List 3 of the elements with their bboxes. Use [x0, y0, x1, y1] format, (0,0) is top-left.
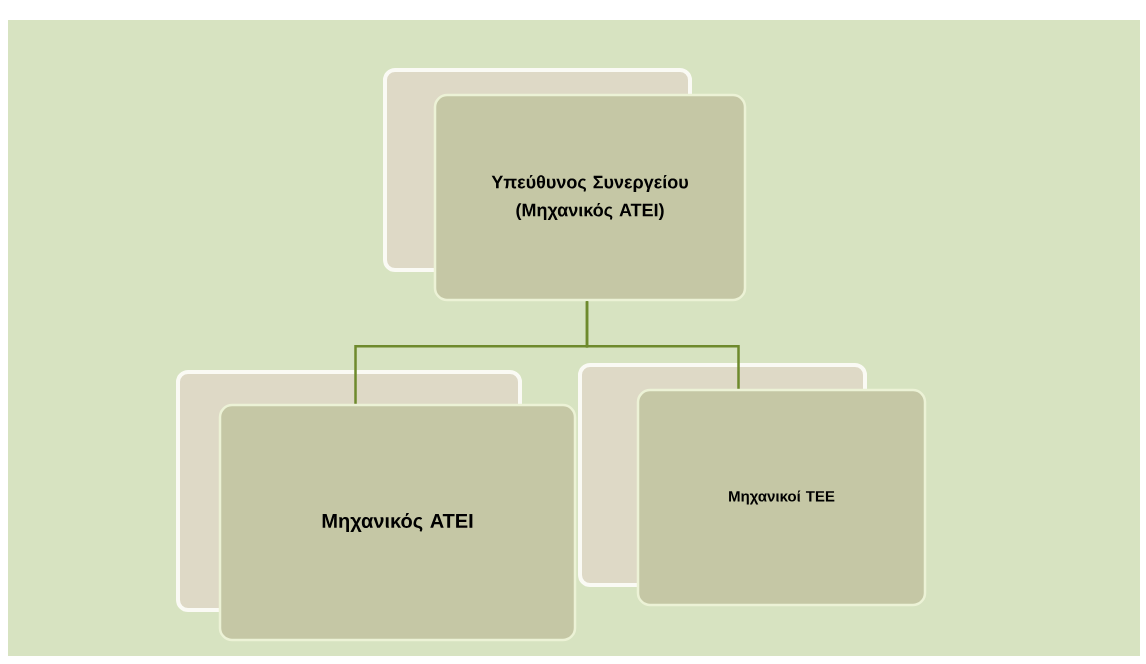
stacked-card: Υπεύθυνος Συνεργείου (Μηχανικός ΑΤΕΙ): [383, 68, 747, 302]
stacked-card: Μηχανικός ΑΤΕΙ: [176, 370, 577, 642]
stacked-card: Μηχανικοί ΤΕΕ: [578, 363, 927, 607]
